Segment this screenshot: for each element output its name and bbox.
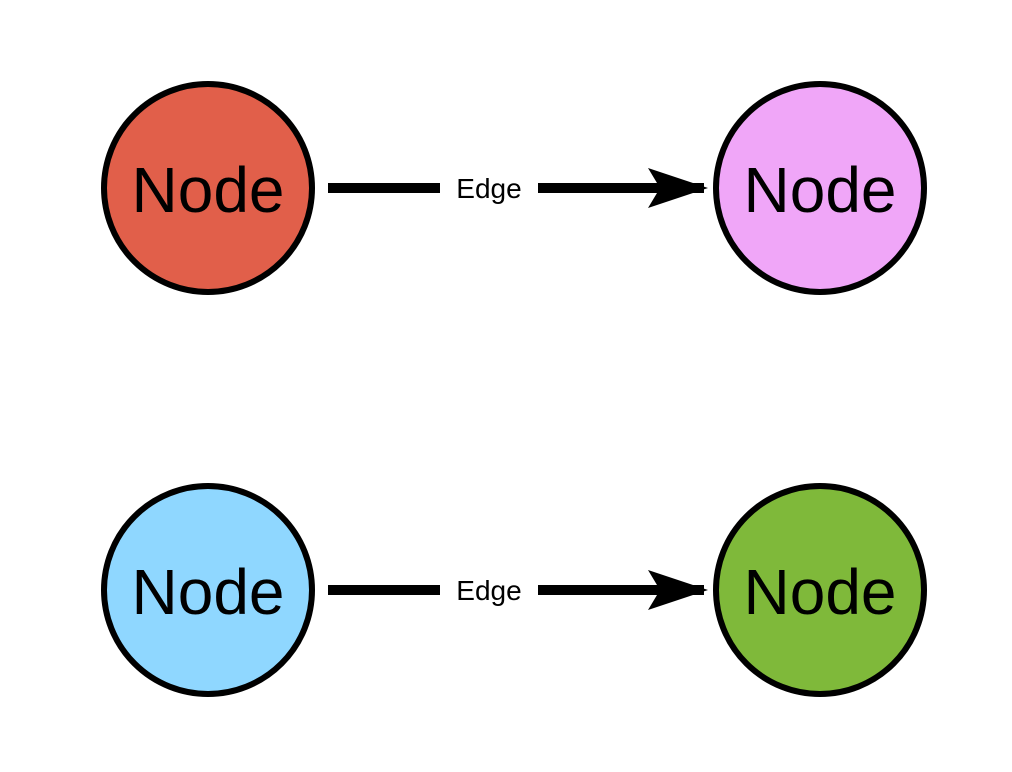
node-bottom-right[interactable]: Node — [713, 483, 927, 697]
node-label: Node — [132, 556, 285, 628]
edge-top: Edge — [328, 168, 708, 208]
node-label: Node — [744, 154, 897, 226]
edge-label: Edge — [456, 575, 521, 606]
node-top-left[interactable]: Node — [101, 81, 315, 295]
node-label: Node — [132, 154, 285, 226]
node-label: Node — [744, 556, 897, 628]
node-circle — [101, 81, 315, 295]
edge-label: Edge — [456, 173, 521, 204]
node-circle — [713, 483, 927, 697]
edge-bottom: Edge — [328, 570, 708, 610]
node-bottom-left[interactable]: Node — [101, 483, 315, 697]
node-circle — [713, 81, 927, 295]
node-top-right[interactable]: Node — [713, 81, 927, 295]
node-circle — [101, 483, 315, 697]
